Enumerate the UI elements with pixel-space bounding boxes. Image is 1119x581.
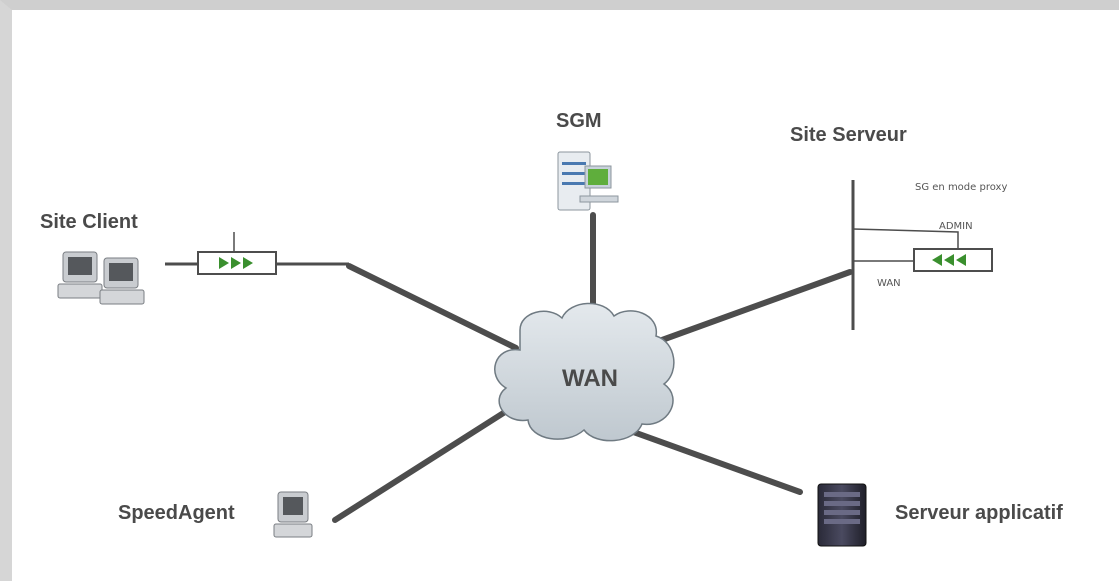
link-serveur-applicatif	[625, 427, 803, 495]
sg-proxy-label: SG en mode proxy	[915, 182, 1007, 193]
link-site-serveur	[659, 269, 853, 343]
link-speedagent	[332, 409, 508, 523]
triple-arrow-right-icon	[219, 257, 253, 269]
wan-interface-label: WAN	[877, 278, 901, 289]
link-site-client	[346, 263, 519, 351]
speedagent-label: SpeedAgent	[118, 502, 235, 524]
wan-cloud	[494, 302, 675, 442]
admin-label: ADMIN	[939, 221, 973, 232]
wan-links	[332, 212, 853, 523]
triple-arrow-left-icon	[932, 254, 966, 266]
site-client-label: Site Client	[40, 211, 138, 233]
server-monitor-icon	[557, 151, 619, 211]
client-access	[165, 232, 349, 275]
site-serveur-label: Site Serveur	[790, 124, 907, 146]
desktop-computers-icon	[57, 251, 145, 305]
server-site-bus	[851, 180, 993, 330]
wan-cloud-label: WAN	[562, 365, 618, 392]
desktop-computer-icon	[273, 491, 313, 538]
tower-server-icon	[817, 483, 867, 547]
serveur-applicatif-label: Serveur applicatif	[895, 502, 1063, 524]
sgm-label: SGM	[556, 110, 602, 132]
